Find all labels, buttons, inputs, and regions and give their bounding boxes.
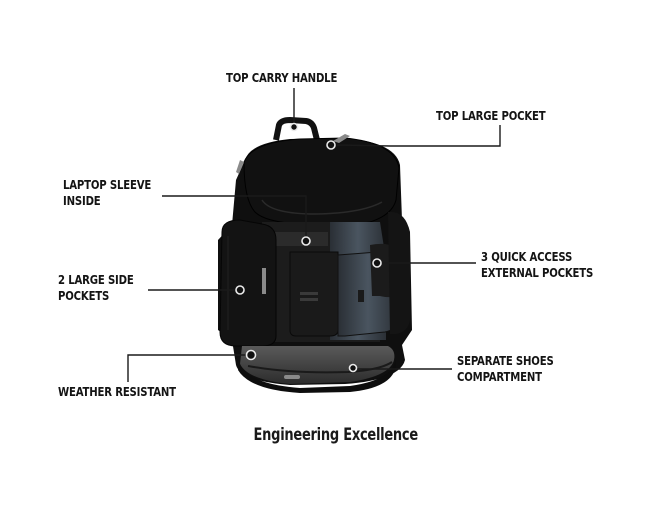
label-quick-access-line1: 3 QUICK ACCESS bbox=[481, 249, 573, 264]
label-quick-access-line2: EXTERNAL POCKETS bbox=[481, 265, 594, 280]
label-shoes-compartment: SEPARATE SHOES COMPARTMENT bbox=[457, 353, 554, 385]
label-laptop-sleeve-line2: INSIDE bbox=[63, 193, 101, 208]
marker-handle bbox=[289, 122, 299, 132]
callout-markers bbox=[235, 122, 382, 373]
shoes-compartment bbox=[238, 346, 396, 393]
label-quick-access-pockets: 3 QUICK ACCESS EXTERNAL POCKETS bbox=[481, 249, 593, 281]
left-side-pocket bbox=[219, 219, 277, 347]
marker-shoes bbox=[348, 363, 358, 373]
label-top-large-pocket: TOP LARGE POCKET bbox=[436, 108, 546, 123]
marker-laptop-sleeve bbox=[301, 236, 311, 246]
marker-quick-access bbox=[372, 258, 382, 268]
carry-handle bbox=[273, 117, 320, 141]
marker-top-pocket bbox=[326, 140, 336, 150]
quick-access-pockets bbox=[289, 243, 404, 337]
caption-text: Engineering Excellence bbox=[253, 425, 419, 445]
label-shoes-line2: COMPARTMENT bbox=[457, 369, 542, 384]
label-top-carry-handle: TOP CARRY HANDLE bbox=[226, 70, 338, 85]
label-laptop-sleeve-line1: LAPTOP SLEEVE bbox=[63, 177, 152, 192]
marker-weather bbox=[245, 349, 257, 361]
caption: Engineering Excellence bbox=[0, 425, 672, 445]
label-weather-resistant: WEATHER RESISTANT bbox=[58, 384, 176, 399]
leader-lines bbox=[127, 88, 501, 382]
label-laptop-sleeve: LAPTOP SLEEVE INSIDE bbox=[63, 177, 151, 209]
label-shoes-line1: SEPARATE SHOES bbox=[457, 353, 554, 368]
top-pocket bbox=[243, 137, 400, 226]
label-side-pockets-line2: POCKETS bbox=[58, 288, 110, 303]
marker-side-pocket bbox=[235, 285, 245, 295]
label-side-pockets: 2 LARGE SIDE POCKETS bbox=[58, 272, 134, 304]
label-side-pockets-line1: 2 LARGE SIDE bbox=[58, 272, 134, 287]
